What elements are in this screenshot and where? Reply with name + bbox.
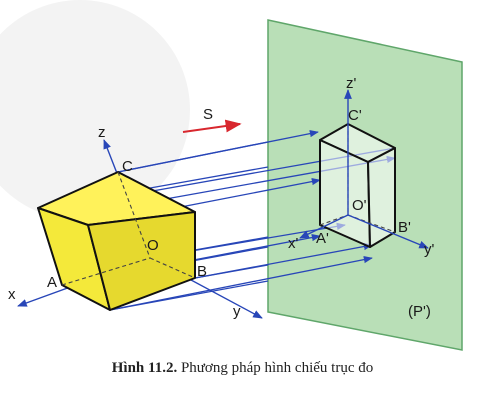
label-z: z — [98, 124, 106, 141]
label-z-prime: z' — [346, 75, 357, 92]
label-c-prime: C' — [348, 107, 362, 124]
caption-number: Hình 11.2. — [111, 360, 178, 376]
label-o: O — [147, 237, 159, 254]
label-x-prime: x' — [288, 235, 299, 252]
caption-text: Phương pháp hình chiếu trục đo — [180, 360, 374, 376]
projected-box — [319, 123, 396, 248]
label-c: C — [122, 158, 133, 175]
label-a: A — [47, 274, 57, 291]
label-b: B — [197, 263, 207, 280]
plane-label: (P') — [408, 303, 431, 320]
yellow-block — [37, 171, 196, 311]
label-y-prime: y' — [424, 241, 435, 258]
label-a-prime: A' — [316, 230, 329, 247]
label-x: x — [8, 286, 16, 303]
label-b-prime: B' — [398, 219, 411, 236]
watermark-shape — [0, 0, 190, 220]
direction-arrow-s — [182, 119, 242, 133]
projected-axes — [299, 89, 429, 249]
label-y: y — [233, 303, 241, 320]
projection-rays — [37, 130, 396, 311]
label-o-prime: O' — [352, 197, 367, 214]
direction-label-s: S — [203, 106, 213, 123]
block-hidden-edges — [61, 171, 196, 286]
figure-caption: Hình 11.2. Phương pháp hình chiếu trục đ… — [0, 360, 485, 377]
